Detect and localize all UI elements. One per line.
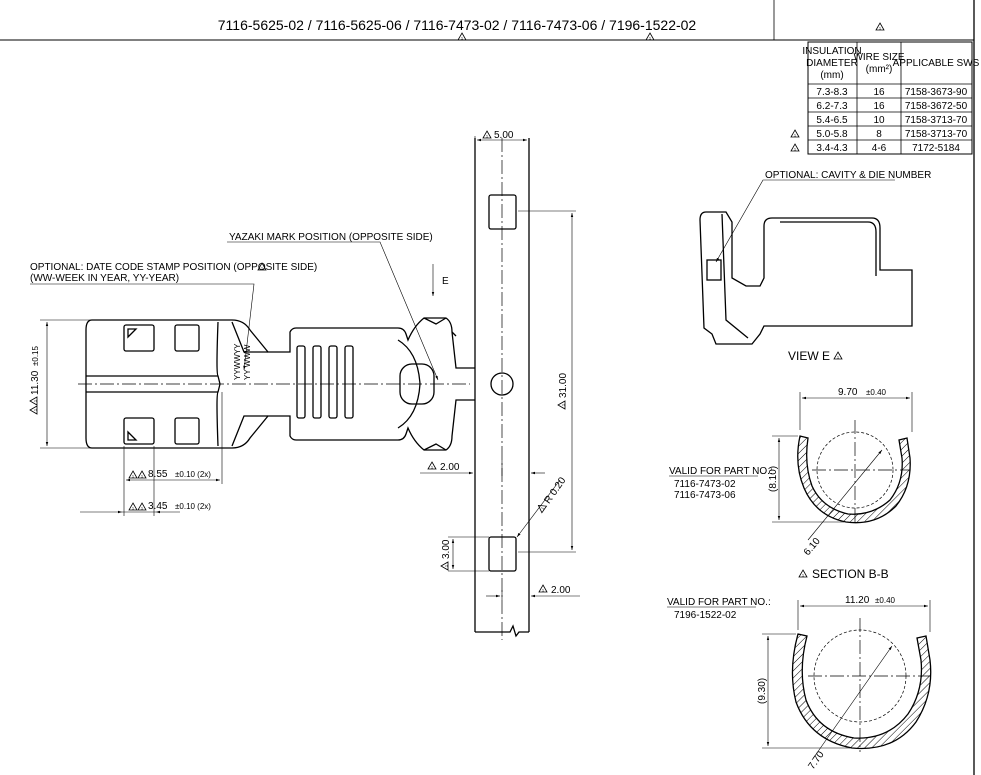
note-cavity-die: OPTIONAL: CAVITY & DIE NUMBER (765, 170, 931, 181)
note-date-code-legend: (WW-WEEK IN YEAR, YY-YEAR) (30, 273, 179, 284)
note-valid-for: VALID FOR PART NO.: (669, 466, 773, 477)
dimension-tolerance: ±0.40 (875, 596, 896, 605)
dimension-value: 11.20 (845, 595, 870, 606)
table-cell: 8 (876, 129, 882, 140)
table-row: 6.2-7.3 16 7158-3672-50 (816, 101, 967, 112)
view-arrow-label: E (442, 276, 449, 287)
page-title: 7116-5625-02 / 7116-5625-06 / 7116-7473-… (218, 17, 697, 33)
table-cell: 7158-3713-70 (905, 115, 968, 126)
table-header: WIRE SIZE (853, 52, 904, 63)
stamp-text: YY WWW (243, 344, 252, 380)
valid-part-number: 7196-1522-02 (674, 610, 737, 621)
table-cell: 7158-3672-50 (905, 101, 968, 112)
dimension-value: 7.70 (806, 749, 826, 772)
table-header: APPLICABLE SWS (893, 58, 980, 69)
dimension-value: 3.00 (441, 539, 452, 559)
table-cell: 6.2-7.3 (816, 101, 848, 112)
table-header: (mm) (820, 70, 843, 81)
table-cell: 5.0-5.8 (816, 129, 848, 140)
table-cell: 7158-3713-70 (905, 129, 968, 140)
table-cell: 16 (873, 87, 885, 98)
wire-spec-table: INSULATION DIAMETER (mm) WIRE SIZE (mm²)… (802, 41, 980, 155)
table-row: 7.3-8.3 16 7158-3673-90 (816, 87, 967, 98)
table-cell: 7.3-8.3 (816, 87, 848, 98)
dimension-8-55: 8.55 ±0.10 (2x) (123, 392, 223, 516)
dimension-tolerance: ±0.10 (2x) (175, 502, 211, 511)
table-row: 5.0-5.8 8 7158-3713-70 (816, 129, 967, 140)
table-cell: 10 (873, 115, 885, 126)
table-row: 5.4-6.5 10 7158-3713-70 (816, 115, 967, 126)
table-row: 3.4-4.3 4-6 7172-5184 (816, 143, 960, 154)
revision-icon (875, 22, 885, 31)
dimension-value: 2.00 (551, 585, 571, 596)
note-yazaki-mark: YAZAKI MARK POSITION (OPPOSITE SIDE) (229, 232, 433, 243)
dimension-value: 5.00 (494, 130, 514, 141)
dimension-value: (8.10) (768, 466, 779, 492)
carrier-strip (474, 138, 530, 640)
dimension-value: 11.30 (30, 370, 41, 395)
valid-part-number: 7116-7473-06 (674, 490, 736, 501)
dimension-3-00: 3.00 (440, 536, 489, 572)
note-valid-for: VALID FOR PART NO.: (667, 597, 771, 608)
section-bb-label: SECTION B-B (812, 567, 889, 581)
dimension-11-30: 11.30 ±0.15 (29, 319, 90, 449)
dimension-value: 8.55 (148, 469, 168, 480)
dimension-value: 9.70 (838, 387, 858, 398)
table-cell: 4-6 (872, 143, 887, 154)
dimension-r-0-20: R 0.20 (516, 475, 569, 538)
dimension-value: R 0.20 (542, 475, 568, 506)
dimension-31-00: 31.00 (518, 210, 576, 553)
dimension-2-00-lower: 2.00 (486, 584, 580, 600)
dimension-2-00-upper: 2.00 (420, 460, 545, 476)
revision-icon (798, 569, 808, 578)
dimension-5-00: 5.00 (474, 130, 527, 142)
dimension-tolerance: ±0.10 (2x) (175, 470, 211, 479)
revision-icon (645, 32, 655, 41)
dimension-tolerance: ±0.15 (31, 345, 40, 366)
table-cell: 5.4-6.5 (816, 115, 848, 126)
dimension-value: 2.00 (440, 462, 460, 473)
note-date-code: OPTIONAL: DATE CODE STAMP POSITION (OPPO… (30, 262, 317, 273)
valid-part-number: 7116-7473-02 (674, 479, 736, 490)
table-header: INSULATION (802, 46, 861, 57)
revision-icon (790, 143, 800, 152)
revision-icon (790, 129, 800, 138)
dimension-3-45: 3.45 ±0.10 (2x) (80, 446, 211, 516)
dimension-value: 31.00 (558, 373, 569, 398)
dimension-tolerance: ±0.40 (866, 388, 887, 397)
dimension-value: 6.10 (802, 536, 823, 558)
table-cell: 7172-5184 (912, 143, 960, 154)
revision-icon (457, 32, 467, 41)
table-cell: 16 (873, 101, 885, 112)
view-e (699, 211, 913, 345)
terminal-top-view: YYWWYY YY WWW (78, 317, 475, 451)
table-header: DIAMETER (806, 58, 858, 69)
revision-icon (833, 351, 843, 360)
table-header-row: INSULATION DIAMETER (mm) WIRE SIZE (mm²)… (802, 46, 979, 81)
table-cell: 7158-3673-90 (905, 87, 968, 98)
stamp-text: YYWWYY (233, 343, 242, 380)
view-e-label: VIEW E (788, 349, 830, 363)
dimension-value: (9.30) (757, 678, 768, 704)
dimension-value: 3.45 (148, 501, 168, 512)
table-cell: 3.4-4.3 (816, 143, 848, 154)
section-bb-small: 9.70 ±0.40 (8.10) 6.10 (768, 387, 913, 558)
table-header: (mm²) (866, 64, 893, 75)
section-large: 11.20 ±0.40 (9.30) 7.70 (757, 595, 932, 772)
